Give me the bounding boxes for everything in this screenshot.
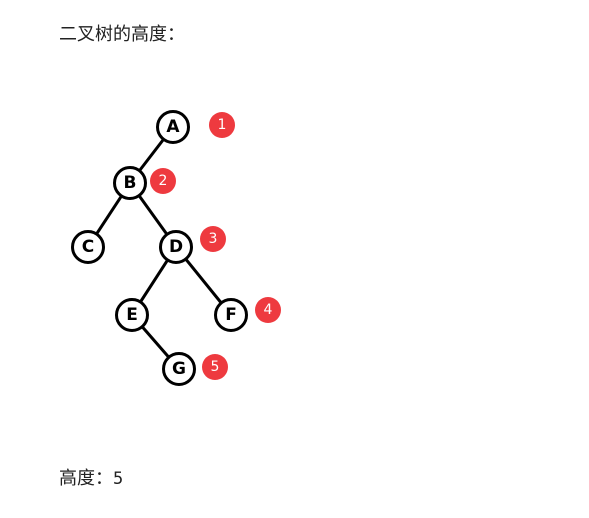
tree-node-e: E [115, 298, 149, 332]
node-label-e: E [126, 305, 138, 325]
tree-node-f: F [214, 298, 248, 332]
badge-circle [209, 112, 235, 138]
tree-node-g: G [162, 352, 196, 386]
badge-label: 5 [211, 359, 220, 375]
node-circle [156, 110, 190, 144]
level-badge-4: 4 [255, 297, 281, 323]
node-label-c: C [82, 237, 94, 257]
page-title: 二叉树的高度： [59, 24, 185, 45]
tree-node-b: B [113, 166, 147, 200]
node-circle [113, 166, 147, 200]
node-label-g: G [172, 359, 186, 379]
badge-circle [150, 168, 176, 194]
node-label-f: F [225, 305, 237, 325]
badge-label: 1 [218, 117, 227, 133]
height-result-value: 5 [113, 469, 124, 489]
node-circle [162, 352, 196, 386]
badge-label: 2 [159, 173, 168, 189]
node-label-a: A [166, 117, 180, 137]
level-badge-2: 2 [150, 168, 176, 194]
node-circle [159, 230, 193, 264]
node-label-b: B [124, 173, 137, 193]
node-circle [115, 298, 149, 332]
level-badge-5: 5 [202, 354, 228, 380]
height-result: 高度：5 [59, 466, 123, 492]
badge-label: 3 [209, 231, 218, 247]
node-label-d: D [169, 237, 183, 257]
node-circle [71, 230, 105, 264]
badge-circle [202, 354, 228, 380]
tree-node-a: A [156, 110, 190, 144]
node-circle [214, 298, 248, 332]
tree-node-c: C [71, 230, 105, 264]
height-result-label: 高度： [59, 468, 113, 489]
tree-node-d: D [159, 230, 193, 264]
badge-circle [200, 226, 226, 252]
badge-label: 4 [264, 302, 273, 318]
badge-circle [255, 297, 281, 323]
level-badge-1: 1 [209, 112, 235, 138]
level-badge-3: 3 [200, 226, 226, 252]
